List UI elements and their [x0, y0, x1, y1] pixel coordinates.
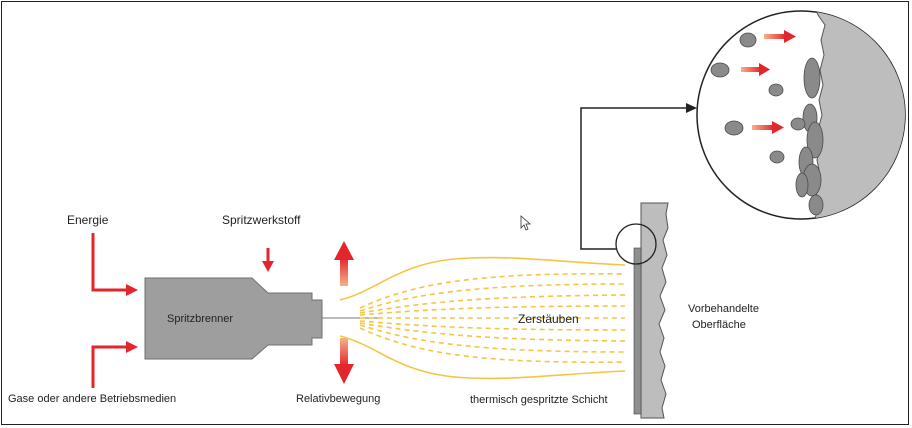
sprayed-layer	[633, 247, 642, 415]
sprayed-layer-label: thermisch gespritzte Schicht	[470, 394, 608, 406]
magnified-detail	[696, 10, 906, 220]
spray-plume	[339, 256, 626, 380]
relative-motion-down-arrow	[334, 338, 354, 384]
mouse-pointer-icon	[520, 215, 532, 231]
torch-label: Spritzbrenner	[167, 313, 234, 325]
gases-arrow	[91, 341, 138, 388]
detail-connector	[580, 107, 686, 250]
atomizing-label: Zerstäuben	[518, 312, 579, 326]
substrate	[640, 202, 669, 419]
particle-direction-arrows	[741, 30, 796, 134]
relative-motion-up-arrow	[334, 241, 354, 286]
connector-arrowhead	[686, 103, 697, 113]
energy-label: Energie	[67, 213, 109, 227]
surface-label-line1: Vorbehandelte	[688, 303, 759, 315]
spray-torch	[144, 277, 323, 360]
relative-motion-label: Relativbewegung	[296, 393, 381, 405]
detail-focus-circle	[615, 223, 657, 265]
surface-label-line2: Oberfläche	[692, 319, 746, 331]
spray-material-label: Spritzwerkstoff	[222, 213, 301, 227]
energy-arrow	[91, 233, 138, 296]
gases-label: Gase oder andere Betriebsmedien	[8, 393, 177, 405]
spray-material-arrow	[262, 248, 274, 272]
